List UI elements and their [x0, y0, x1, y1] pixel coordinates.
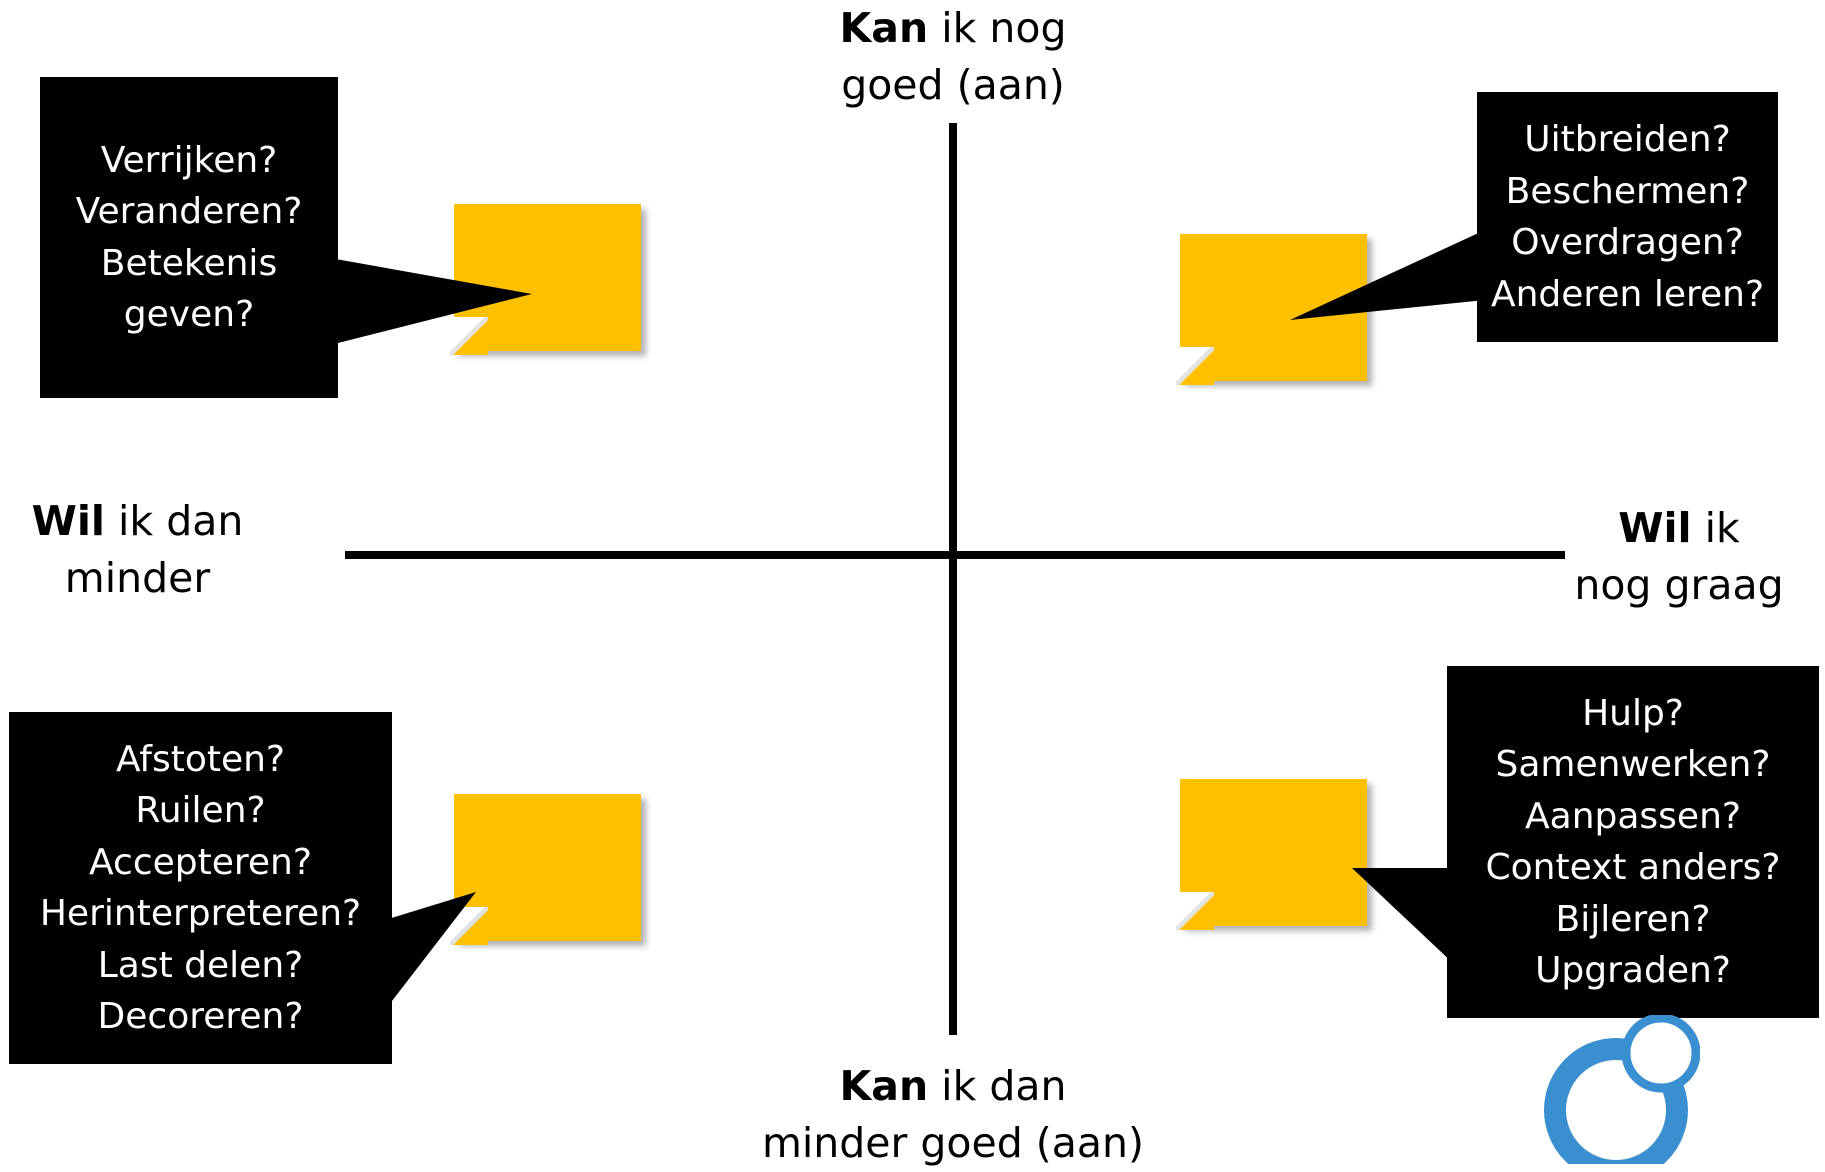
- sticky-note-top-left: [450, 204, 641, 355]
- sticky-note-top-right: [1176, 234, 1367, 385]
- sticky-note-bottom-left: [450, 794, 641, 945]
- axis-label-right: Wil ik nog graag: [1574, 504, 1784, 609]
- axis-label-bottom: Kan ik dan minder goed (aan): [761, 1062, 1145, 1167]
- callout-pointer-bottom-right: [1352, 868, 1455, 965]
- logo-icon: [1544, 1015, 1700, 1164]
- horizontal-axis: [345, 551, 1565, 559]
- callout-text-top-left: Verrijken? Veranderen? Betekenis geven?: [75, 139, 303, 336]
- sticky-note-bottom-right: [1176, 779, 1367, 930]
- note-fold: [450, 907, 488, 945]
- vertical-axis: [949, 123, 957, 1035]
- logo-bubble: [1621, 1015, 1700, 1093]
- axis-label-left: Wil ik dan minder: [31, 497, 244, 602]
- note-fold: [1176, 892, 1214, 930]
- note-fold: [1176, 347, 1214, 385]
- callout-text-bottom-right: Hulp? Samenwerken? Aanpassen? Context an…: [1485, 692, 1781, 992]
- callout-text-top-right: Uitbreiden? Beschermen? Overdragen? Ande…: [1490, 119, 1765, 315]
- note-fold: [450, 317, 488, 355]
- axis-label-top: Kan ik nog goed (aan): [839, 4, 1067, 109]
- logo-ring: [1544, 1038, 1688, 1164]
- callout-text-bottom-left: Afstoten? Ruilen? Accepteren? Herinterpr…: [39, 738, 362, 1038]
